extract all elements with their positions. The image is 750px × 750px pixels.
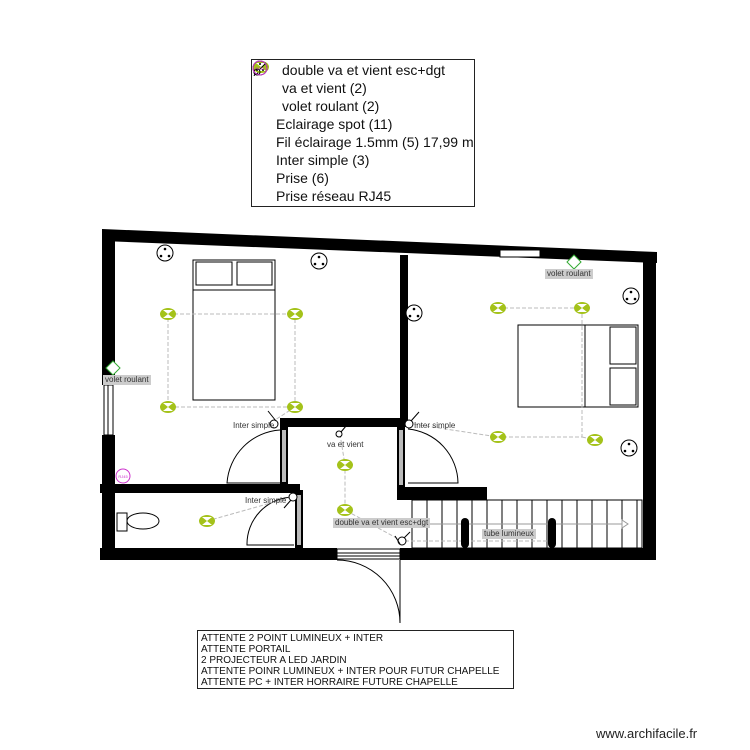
spot-light-icon: [587, 434, 603, 446]
tube-light-icon: [548, 518, 556, 548]
legend-label: Eclairage spot (11): [276, 116, 393, 132]
switch-icon: [288, 492, 298, 502]
switch-icon: [404, 419, 414, 429]
outlet-icon: [310, 252, 328, 270]
legend-item: double va et vient esc+dgt: [253, 61, 474, 79]
left-wall-lower: [102, 435, 115, 560]
note-line: ATTENTE PC + INTER HORRAIRE FUTURE CHAPE…: [201, 677, 458, 688]
label-volet-roulant-left: volet roulant: [103, 375, 151, 385]
legend-item: volet roulant (2): [256, 97, 474, 115]
switches: [267, 410, 420, 546]
outlet-icon: [252, 60, 274, 187]
spot-light-icon: [574, 302, 590, 314]
legend: double va et vient esc+dgt va et vient (2…: [251, 59, 475, 207]
legend-item: Prise (6): [252, 60, 474, 187]
legend-label: double va et vient esc+dgt: [282, 62, 446, 78]
blank-icon: [256, 97, 274, 115]
spot-light-icon: [160, 401, 176, 413]
doors: [226, 428, 459, 624]
spot-light-icon: [337, 504, 353, 516]
note-line: ATTENTE POINR LUMINEUX + INTER POUR FUTU…: [201, 666, 500, 677]
toilet: [116, 512, 160, 532]
legend-item: Inter simple (3): [253, 62, 474, 169]
door-jambs: [282, 430, 403, 545]
volet-roulant-icons: [105, 254, 582, 376]
spot-light-icon: [287, 308, 303, 320]
watermark: www.archifacile.fr: [596, 726, 698, 741]
outlet-icon: [405, 304, 423, 322]
outlet-icon: [622, 287, 640, 305]
right-wall: [643, 255, 656, 560]
bottom-wall-right: [400, 548, 656, 560]
switch-icon: [269, 419, 279, 429]
windows: [103, 249, 541, 560]
outlet-icon: [156, 244, 174, 262]
spot-light-icon: [287, 401, 303, 413]
simple-switch-icon: [253, 62, 274, 169]
blank-icon: [256, 133, 274, 151]
center-vertical-wall: [400, 255, 408, 420]
rj45-text: RJ45: [118, 474, 128, 479]
switch-icon: [335, 430, 343, 438]
stair-block: [397, 487, 487, 500]
spot-lights: [160, 302, 603, 527]
note-line: 2 PROJECTEUR A LED JARDIN: [201, 655, 347, 666]
spot-light-icon: [253, 61, 274, 133]
spot-light-icon: [490, 302, 506, 314]
beds: [192, 259, 639, 408]
label-inter-simple: Inter simple: [414, 421, 456, 430]
legend-item: Fil éclairage 1.5mm (5) 17,99 m: [256, 133, 474, 151]
notes-box: ATTENTE 2 POINT LUMINEUX + INTER ATTENTE…: [197, 630, 514, 689]
legend-label: Prise (6): [276, 170, 329, 186]
wc-top-wall: [100, 484, 300, 493]
spot-light-icon: [160, 308, 176, 320]
legend-label: Fil éclairage 1.5mm (5) 17,99 m: [276, 134, 474, 150]
legend-label: Inter simple (3): [276, 152, 370, 168]
spot-light-icon: [199, 515, 215, 527]
label-tube-lumineux: tube lumineux: [482, 529, 536, 539]
switch-icon: [397, 536, 407, 546]
label-double-va-et-vient: double va et vient esc+dgt: [333, 518, 431, 528]
tube-lights: [461, 518, 556, 548]
left-wall-upper: [102, 230, 115, 385]
svg-text:RJ45: RJ45: [255, 66, 265, 71]
spot-light-icon: [337, 459, 353, 471]
legend-label: Prise réseau RJ45: [276, 188, 392, 204]
legend-label: va et vient (2): [282, 80, 367, 96]
label-inter-simple: Inter simple: [245, 496, 287, 505]
legend-item: Eclairage spot (11): [253, 61, 474, 133]
label-inter-simple: Inter simple: [233, 421, 275, 430]
hall-top-wall: [280, 418, 408, 427]
legend-label: volet roulant (2): [282, 98, 380, 114]
rj45-icon: RJ45: [252, 60, 274, 205]
outlets: [156, 244, 640, 457]
note-line: ATTENTE PORTAIL: [201, 644, 291, 655]
label-va-et-vient: va et vient: [327, 440, 364, 449]
note-line: ATTENTE 2 POINT LUMINEUX + INTER: [201, 633, 384, 644]
legend-item: va et vient (2): [253, 61, 474, 97]
two-way-switch-icon: [253, 61, 274, 97]
rj45-outlet: RJ45: [115, 468, 131, 484]
bottom-wall-left: [100, 548, 337, 560]
outlet-icon: [620, 439, 638, 457]
label-volet-roulant-right: volet roulant: [545, 269, 593, 279]
tube-light-icon: [461, 518, 469, 548]
spot-light-icon: [490, 431, 506, 443]
